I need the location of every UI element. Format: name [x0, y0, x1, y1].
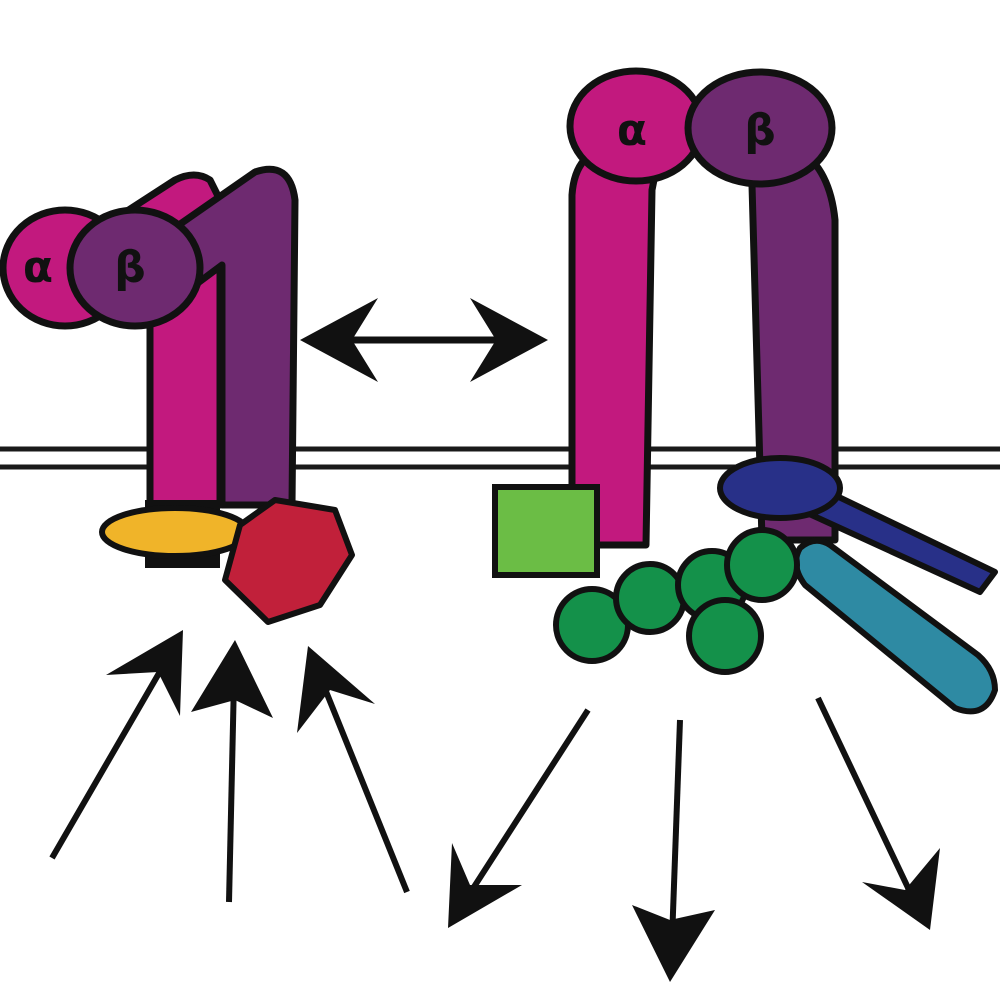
beta-label-extended: β	[744, 105, 776, 156]
bidirectional-arrow-icon	[300, 298, 548, 382]
integrin-bent-inactive: α β	[0, 165, 299, 568]
light-green-square-partner-protein	[492, 484, 600, 578]
yellow-partner-protein	[99, 505, 251, 559]
dark-green-bead-chain-partner-protein	[553, 527, 800, 675]
integrin-extended-active: α β	[566, 67, 839, 549]
beta-head-extended	[684, 68, 836, 188]
beta-head-bent	[66, 206, 204, 330]
input-arrows	[49, 630, 410, 903]
output-arrows	[448, 696, 940, 982]
teal-chain-partner-protein	[793, 537, 998, 715]
arrow-up-icon	[49, 630, 183, 860]
red-hexagon-partner-protein	[222, 497, 355, 625]
arrow-down-icon	[632, 719, 715, 982]
arrow-up-icon	[191, 640, 273, 903]
alpha-label-extended: α	[617, 105, 647, 156]
beta-label-bent: β	[114, 242, 146, 293]
arrow-down-icon	[815, 696, 940, 930]
arrow-down-icon	[448, 708, 591, 928]
blue-paddle-partner-protein	[717, 455, 998, 595]
arrow-up-icon	[297, 646, 410, 894]
alpha-label-bent: α	[23, 242, 53, 293]
